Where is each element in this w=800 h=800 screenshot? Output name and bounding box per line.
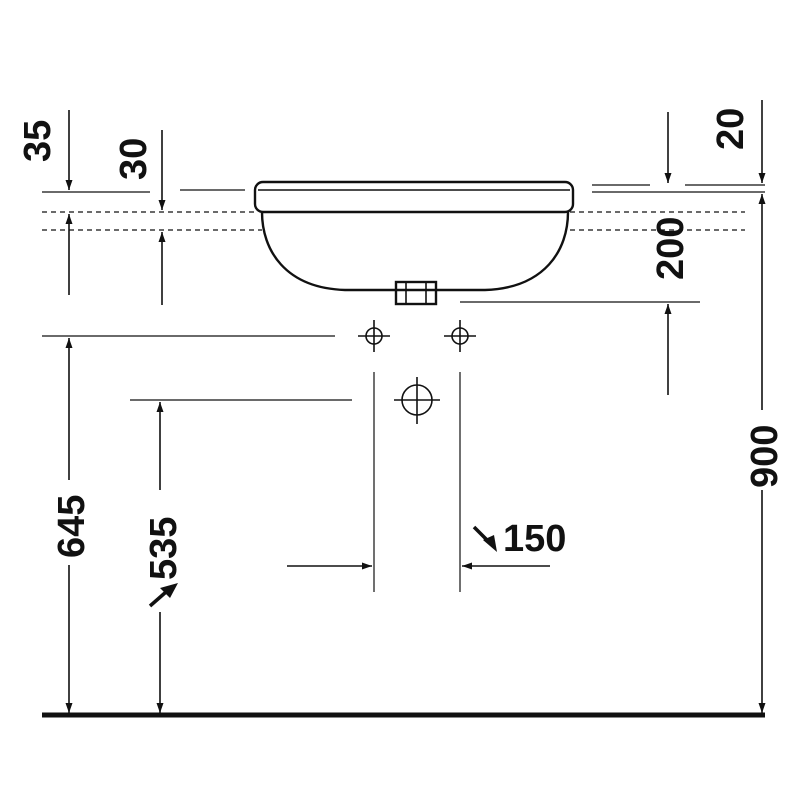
dim-535-label: 535 bbox=[143, 517, 185, 580]
dim-30: 30 bbox=[113, 130, 166, 305]
basin-bowl bbox=[260, 211, 570, 292]
dim-900: 900 bbox=[744, 194, 786, 713]
dim-150: 150 bbox=[287, 372, 566, 592]
waste-connection bbox=[394, 377, 440, 424]
basin bbox=[253, 180, 575, 306]
dim-20-label: 20 bbox=[710, 108, 752, 150]
dim-35-label: 35 bbox=[17, 120, 59, 162]
drain-outlet bbox=[394, 280, 438, 306]
dim-200: 200 bbox=[460, 217, 700, 395]
tap-connection-right bbox=[444, 320, 476, 352]
basin-rim bbox=[253, 180, 575, 214]
dim-20: 20 bbox=[664, 100, 766, 183]
dim-900-label: 900 bbox=[744, 425, 786, 488]
dim-150-label: 150 bbox=[503, 518, 566, 560]
dim-645: 645 bbox=[51, 338, 93, 713]
dim-535: 535 bbox=[143, 402, 185, 713]
arrow-icon bbox=[472, 525, 497, 552]
dim-645-label: 645 bbox=[51, 495, 93, 558]
dim-35: 35 bbox=[17, 110, 73, 295]
dim-200-label: 200 bbox=[650, 217, 692, 280]
dim-30-label: 30 bbox=[113, 138, 155, 180]
tap-connection-left bbox=[358, 320, 390, 352]
arrow-icon bbox=[148, 583, 178, 608]
